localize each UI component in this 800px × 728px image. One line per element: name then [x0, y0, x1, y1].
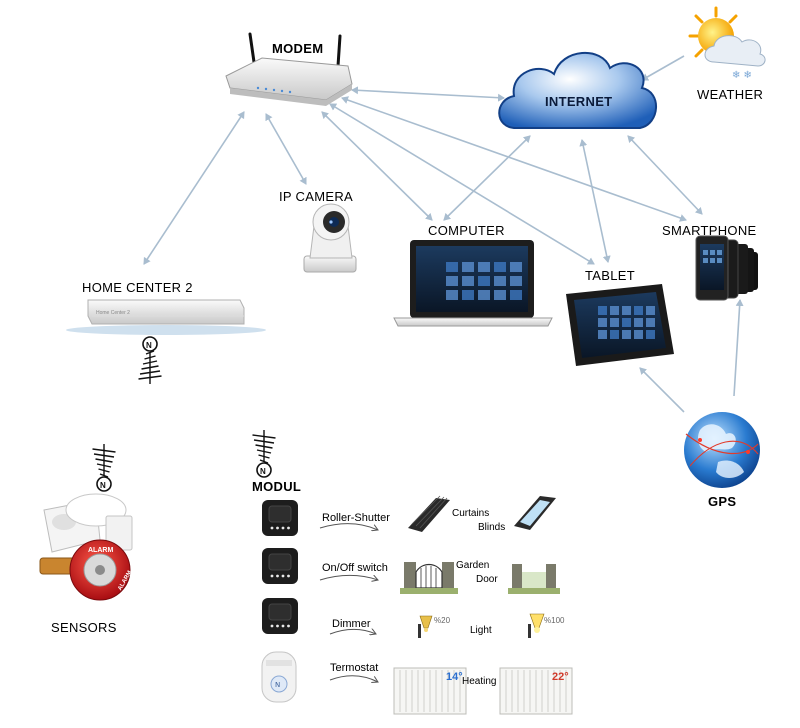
link-gps-smartphone [733, 299, 744, 397]
link-modem-internet [351, 86, 505, 102]
svg-text:N: N [275, 681, 280, 689]
action-termostat: Termostat [330, 662, 379, 674]
link-modem-ipcamera [265, 113, 307, 185]
modem-icon [225, 32, 353, 106]
zwave-antenna-modul-icon: N [252, 430, 276, 478]
modem-label: MODEM [272, 41, 324, 56]
ip-camera-icon [303, 203, 357, 273]
internet-label: INTERNET [545, 94, 613, 109]
lamp-dim-icon [418, 615, 433, 638]
thermostat-head-icon: N [261, 651, 297, 703]
tablet-label: TABLET [585, 268, 635, 283]
target-curtains: Curtains [452, 508, 490, 519]
radiator-cold-icon [393, 667, 467, 715]
target-heating: Heating [462, 676, 497, 687]
laptop-icon [393, 240, 553, 327]
dim-level-100: %100 [544, 616, 565, 625]
zwave-antenna-icon: N [138, 336, 162, 384]
home-center-device-icon: Home Center 2 [66, 299, 266, 335]
action-onoff-switch: On/Off switch [322, 562, 388, 574]
connectors [143, 55, 744, 413]
garden-gate-open-icon [508, 564, 560, 594]
zwave-antenna-sensors-icon: N [92, 444, 116, 492]
link-modem-homecenter [143, 111, 245, 265]
svg-text:❄ ❄: ❄ ❄ [732, 70, 752, 81]
link-weather-internet [641, 55, 685, 81]
link-gps-tablet [639, 367, 685, 413]
radiator-warm-icon [499, 667, 573, 715]
tablet-icon [566, 284, 674, 366]
temp-warm-label: 22° [552, 671, 569, 683]
ip-camera-label: IP CAMERA [279, 189, 353, 204]
svg-text:N: N [146, 341, 152, 350]
svg-text:N: N [260, 467, 266, 476]
target-garden: Garden [456, 560, 490, 571]
module-dimmer-units [262, 500, 298, 634]
svg-text:N: N [100, 481, 106, 490]
link-internet-smartphone [627, 135, 703, 215]
dim-level-20: %20 [434, 616, 451, 625]
shutter-closed-icon [408, 495, 450, 532]
modul-label: MODUL [252, 479, 302, 494]
target-door: Door [476, 574, 498, 585]
sensors-label: SENSORS [51, 620, 117, 635]
lamp-bright-icon [528, 613, 545, 638]
temp-cold-label: 14° [446, 671, 463, 683]
action-arrows [319, 523, 378, 682]
computer-label: COMPUTER [428, 223, 505, 238]
target-light: Light [470, 625, 492, 636]
home-center-label: HOME CENTER 2 [82, 280, 193, 295]
weather-sun-cloud-icon: ❄ ❄ [688, 6, 766, 81]
link-internet-computer [443, 135, 531, 221]
weather-label: WEATHER [697, 87, 764, 102]
window-open-blind-icon [514, 496, 556, 530]
smartphone-label: SMARTPHONE [662, 223, 757, 238]
smartphones-icon [695, 235, 758, 301]
svg-text:Home Center 2: Home Center 2 [96, 310, 130, 316]
sensors-icon [39, 493, 133, 601]
gps-label: GPS [708, 494, 737, 509]
action-roller-shutter: Roller-Shutter [322, 512, 390, 524]
action-dimmer: Dimmer [332, 618, 371, 630]
target-blinds: Blinds [478, 522, 506, 533]
garden-gate-closed-icon [400, 562, 458, 594]
alarm-text-top: ALARM [88, 547, 113, 554]
link-internet-tablet [579, 139, 611, 263]
internet-cloud-icon [498, 52, 657, 129]
gps-globe-icon [684, 412, 760, 488]
